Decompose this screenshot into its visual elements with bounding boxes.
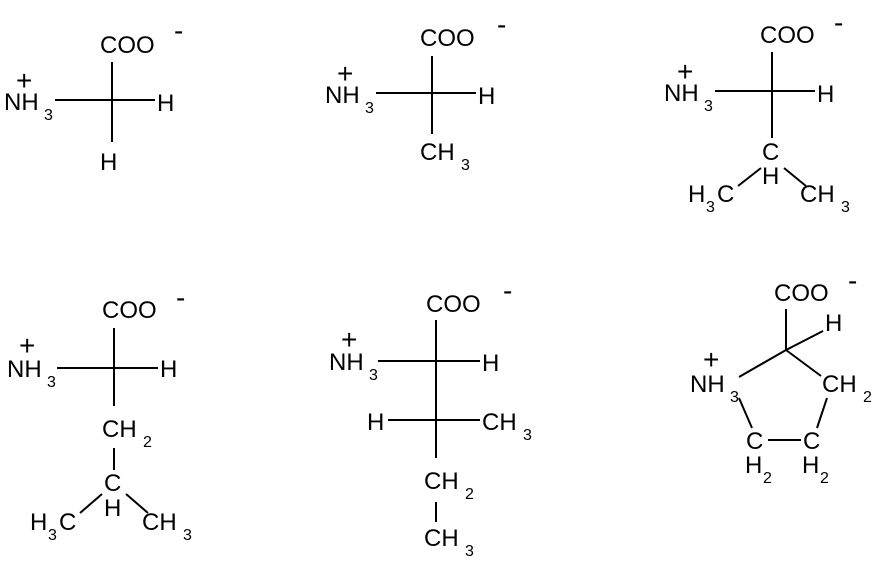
methyl-label: CH (424, 525, 459, 552)
subscript: 3 (369, 367, 378, 384)
negative-charge: - (497, 9, 506, 40)
methyl-left-h: H (30, 509, 47, 536)
subscript: 3 (365, 100, 374, 117)
methyl-label: CH (482, 409, 517, 436)
ammonium-label: NH (664, 80, 699, 107)
negative-charge: - (848, 265, 857, 296)
subscript: 3 (465, 543, 474, 560)
subscript: 3 (47, 374, 56, 391)
hydrogen-label: H (762, 163, 779, 190)
carbon-label: C (746, 428, 763, 455)
subscript: 3 (48, 527, 57, 544)
hydrogen-label: H (745, 452, 762, 479)
subscript: 2 (863, 389, 872, 406)
hydrogen-label: H (104, 495, 121, 522)
negative-charge: - (176, 282, 185, 313)
negative-charge: - (503, 275, 512, 306)
positive-charge: + (19, 330, 35, 361)
subscript: 2 (143, 434, 152, 451)
hydrogen-label: H (100, 149, 117, 176)
negative-charge: - (174, 15, 183, 46)
carboxylate-label: COO (774, 280, 829, 307)
methyl-label: CH (420, 139, 455, 166)
subscript: 3 (706, 199, 715, 216)
structure-5: COO - + NH 3 H H CH 3 CH 2 CH 3 (329, 275, 532, 560)
carboxylate-label: COO (420, 25, 475, 52)
subscript: 2 (820, 470, 829, 487)
carboxylate-label: COO (426, 291, 481, 318)
hydrogen-label: H (478, 83, 495, 110)
positive-charge: + (341, 324, 357, 355)
methyl-left-c: C (717, 181, 734, 208)
methyl-label: CH (142, 509, 177, 536)
methylene-label: CH (102, 416, 137, 443)
positive-charge: + (337, 58, 353, 89)
hydrogen-label: H (817, 81, 834, 108)
positive-charge: + (677, 56, 693, 87)
methyl-left-h: H (688, 181, 705, 208)
subscript: 3 (183, 527, 192, 544)
carboxylate-label: COO (102, 297, 157, 324)
methyl-left-c: C (59, 509, 76, 536)
carboxylate-label: COO (100, 32, 155, 59)
subscript: 3 (730, 389, 739, 406)
structure-4: COO - + NH 3 H CH 2 C H H 3 C CH 3 (7, 282, 192, 544)
subscript: 2 (763, 470, 772, 487)
structure-2: COO - + NH 3 H CH 3 (325, 9, 506, 174)
hydrogen-label: H (802, 452, 819, 479)
negative-charge: - (834, 7, 843, 38)
ammonium-label: NH (4, 89, 39, 116)
subscript: 2 (465, 486, 474, 503)
hydrogen-label: H (482, 350, 499, 377)
carbon-label: C (104, 470, 121, 497)
subscript: 3 (704, 98, 713, 115)
carbon-label: C (803, 428, 820, 455)
hydrogen-label: H (825, 310, 842, 337)
subscript: 3 (841, 199, 850, 216)
ammonium-label: NH (325, 82, 360, 109)
subscript: 3 (523, 427, 532, 444)
structure-1: COO - + NH 3 H H (4, 15, 183, 176)
methyl-label: CH (800, 181, 835, 208)
positive-charge: + (16, 65, 32, 96)
hydrogen-label: H (160, 356, 177, 383)
methylene-label: CH (822, 371, 857, 398)
subscript: 3 (44, 107, 53, 124)
ammonium-label: NH (690, 371, 725, 398)
methylene-label: CH (424, 468, 459, 495)
positive-charge: + (703, 344, 719, 375)
carboxylate-label: COO (760, 22, 815, 49)
structure-6: COO - H + NH 3 CH 2 C H 2 C H 2 (690, 265, 872, 487)
hydrogen-label: H (367, 409, 384, 436)
subscript: 3 (461, 157, 470, 174)
carbon-label: C (762, 139, 779, 166)
hydrogen-label: H (157, 90, 174, 117)
structure-3: COO - + NH 3 H C H H 3 C CH 3 (664, 7, 850, 216)
ammonium-label: NH (7, 356, 42, 383)
ammonium-label: NH (329, 349, 364, 376)
